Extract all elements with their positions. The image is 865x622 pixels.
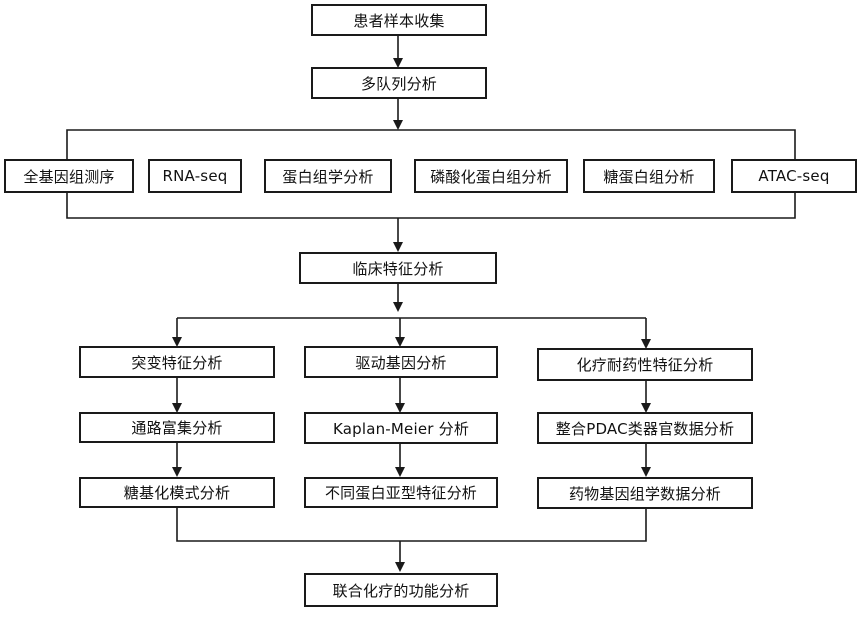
middle-kaplan-meier-analysis: Kaplan-Meier 分析: [304, 412, 498, 444]
branch-merge-line: [176, 508, 647, 542]
right-pharmacogenomics-analysis: 药物基因组学数据分析: [537, 477, 753, 509]
left-mutation-feature-analysis: 突变特征分析: [79, 346, 275, 378]
step-clinical-feature-analysis: 临床特征分析: [299, 252, 497, 284]
right-chemoresistance-analysis: 化疗耐药性特征分析: [537, 348, 753, 381]
left-glycosylation-pattern-analysis: 糖基化模式分析: [79, 477, 275, 508]
step-multi-cohort-analysis: 多队列分析: [311, 67, 487, 99]
omics-proteomics: 蛋白组学分析: [264, 159, 392, 193]
omics-glycoproteomics: 糖蛋白组分析: [583, 159, 715, 193]
omics-wgs: 全基因组测序: [4, 159, 134, 193]
omics-atac-seq: ATAC-seq: [731, 159, 857, 193]
middle-protein-subtype-analysis: 不同蛋白亚型特征分析: [304, 477, 498, 508]
omics-bracket-bottom: [66, 193, 796, 219]
step-patient-sample-collection: 患者样本收集: [311, 4, 487, 36]
left-pathway-enrichment-analysis: 通路富集分析: [79, 412, 275, 443]
omics-bracket-top: [66, 129, 796, 161]
omics-rna-seq: RNA-seq: [148, 159, 242, 193]
middle-driver-gene-analysis: 驱动基因分析: [304, 346, 498, 378]
omics-phosphoproteomics: 磷酸化蛋白组分析: [414, 159, 568, 193]
right-pdac-organoid-analysis: 整合PDAC类器官数据分析: [537, 412, 753, 444]
step-combination-chemo-functional-analysis: 联合化疗的功能分析: [304, 573, 498, 607]
